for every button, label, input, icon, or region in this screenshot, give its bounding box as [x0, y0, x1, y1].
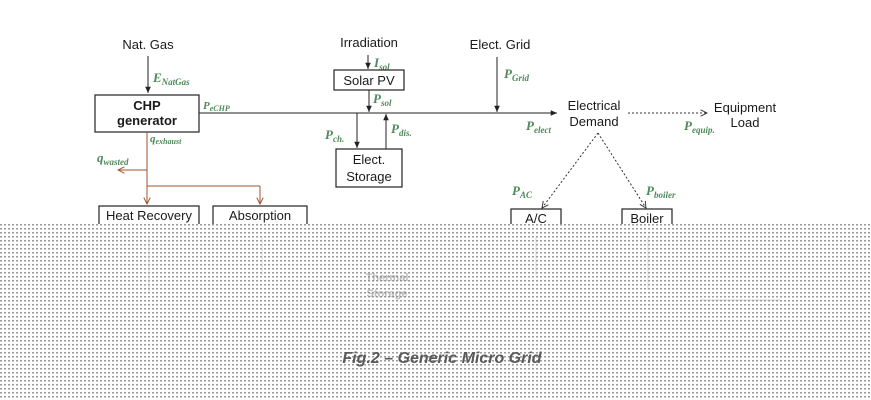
var-p-elect: Pelect — [526, 118, 551, 135]
storage-label-line2: Storage — [346, 169, 392, 184]
var-p-dis: Pdis. — [391, 121, 412, 138]
nat-gas-label: Nat. Gas — [122, 37, 174, 52]
equipment-load-line1: Equipment — [714, 100, 777, 115]
ac-label: A/C — [525, 211, 547, 226]
var-e-natgas: ENatGas — [152, 70, 190, 87]
var-i-sol: Isol — [373, 55, 390, 72]
var-p-equip: Pequip. — [684, 118, 715, 135]
thermal-storage-line2: Storage — [367, 288, 408, 300]
ac-arrow — [542, 132, 599, 208]
obscuring-dot-pattern — [0, 224, 871, 400]
var-p-ch: Pch. — [325, 127, 344, 144]
heat-recovery-label: Heat Recovery — [106, 208, 192, 223]
var-p-boiler: Pboiler — [646, 183, 676, 200]
equipment-load-line2: Load — [731, 115, 760, 130]
irradiation-label: Irradiation — [340, 35, 398, 50]
figure-caption: Fig.2 – Generic Micro Grid — [342, 350, 542, 367]
var-p-ac: PAC — [512, 183, 533, 200]
chp-label-line1: CHP — [133, 98, 161, 113]
chp-generator-box — [94, 94, 200, 133]
var-p-sol: Psol — [373, 91, 392, 108]
boiler-arrow — [597, 132, 646, 208]
electrical-demand-line1: Electrical — [568, 98, 621, 113]
chp-label-line2: generator — [117, 113, 177, 128]
thermal-storage-line1: Thermal — [366, 272, 409, 284]
var-q-wasted: qwasted — [97, 150, 129, 167]
electrical-demand-line2: Demand — [569, 114, 618, 129]
var-q-exhaust: qexhaust — [150, 133, 182, 146]
var-p-grid: PGrid — [504, 66, 529, 83]
solar-pv-label: Solar PV — [343, 73, 395, 88]
elect-grid-label: Elect. Grid — [470, 37, 531, 52]
absorption-label: Absorption — [229, 208, 291, 223]
storage-label-line1: Elect. — [353, 152, 386, 167]
var-p-echp: PeCHP — [203, 100, 230, 113]
boiler-label: Boiler — [630, 211, 664, 226]
faded-lower-content: Thermal Storage — [148, 237, 780, 301]
elect-storage-box — [335, 148, 403, 188]
